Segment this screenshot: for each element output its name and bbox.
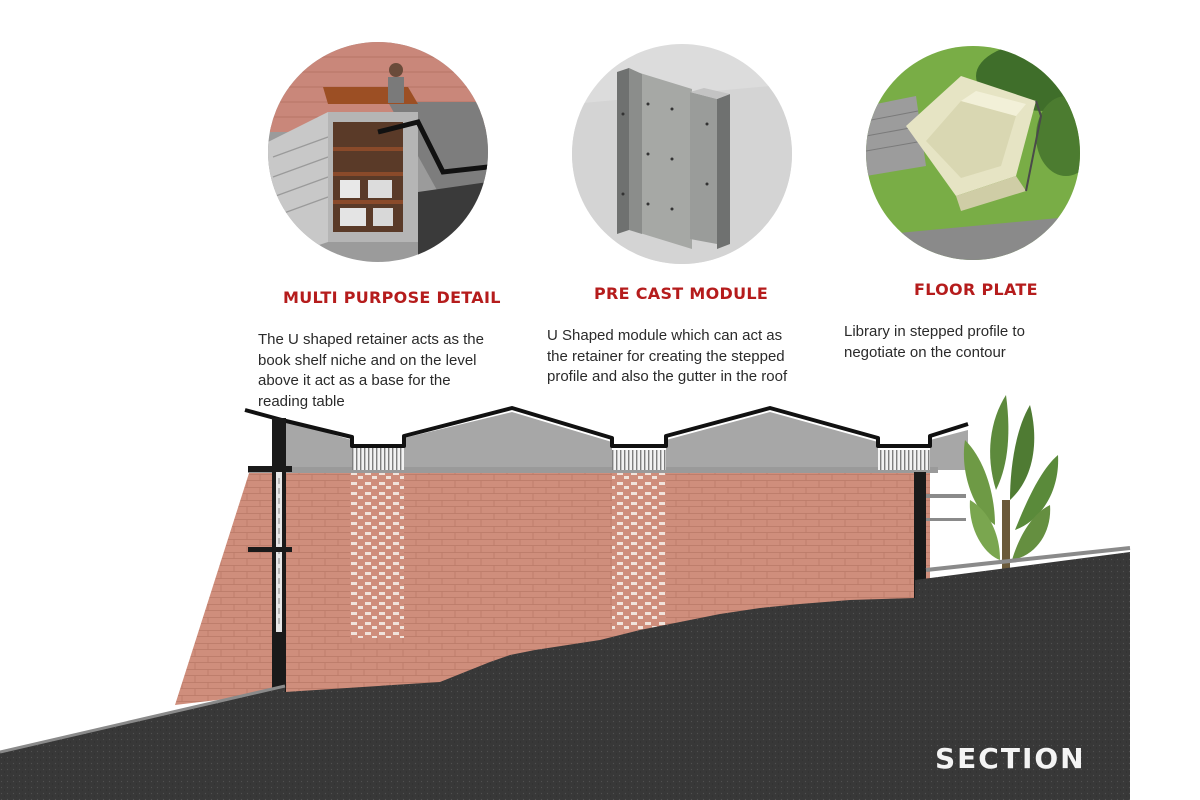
panel-description-floor-plate: Library in stepped profile to negotiate … [844,322,1084,363]
panel-title-floor-plate: FLOOR PLATE [914,280,1038,299]
description-line: The U shaped retainer acts as the [258,331,484,348]
section-label: SECTION [935,742,1086,775]
jaali-screen-left [350,472,404,638]
description-line: negotiate on the contour [844,343,1006,361]
roof-profile [244,406,969,473]
panel-description-pre-cast: U Shaped module which can act as the ret… [547,326,827,388]
left-column [248,418,292,696]
floor-plate-image [866,46,1080,260]
description-line: above it act as a base for the [258,372,451,389]
pre-cast-module-image [572,44,792,264]
description-line: profile and also the gutter in the roof [547,368,788,385]
ground-section [0,546,1131,800]
multi-purpose-detail-image [268,42,488,262]
panel-title-pre-cast: PRE CAST MODULE [594,284,769,303]
description-line: book shelf niche and on the level [258,351,477,369]
description-line: U Shaped module which can act as [547,327,783,344]
description-line: the retainer for creating the stepped [547,347,785,365]
tree [963,395,1059,570]
panel-description-multi-purpose: The U shaped retainer acts as the book s… [258,330,528,412]
description-line: Library in stepped profile to [844,323,1025,340]
jaali-screen-right [612,472,666,632]
description-line: reading table [258,392,345,410]
panel-title-multi-purpose: MULTI PURPOSE DETAIL [283,288,501,307]
right-column [914,472,966,604]
